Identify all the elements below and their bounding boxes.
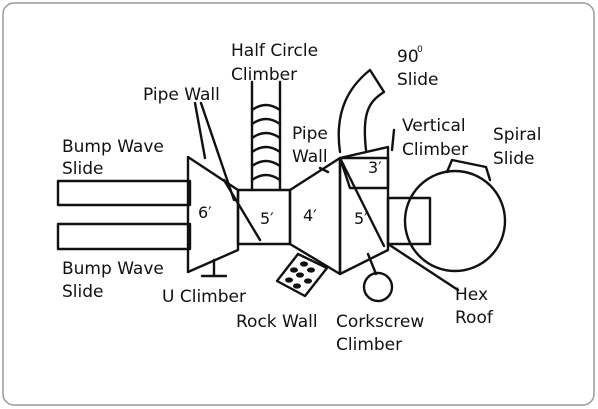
spiral-slide-label-line1: Spiral bbox=[493, 125, 541, 145]
u-climber-label: U Climber bbox=[162, 287, 246, 307]
bump-wave-slide-top bbox=[56, 179, 192, 207]
bump-wave-slide-top-label-line2: Slide bbox=[62, 159, 104, 179]
deck-5ft-middle-height: 5′ bbox=[260, 209, 274, 228]
deck-4ft-height: 4′ bbox=[303, 206, 317, 225]
rock-hold bbox=[296, 272, 304, 278]
vertical-climber-label-line2: Climber bbox=[402, 140, 468, 160]
pipe-wall-leader-2 bbox=[199, 101, 236, 202]
rock-hold bbox=[285, 277, 293, 283]
spiral-slide-label-line2: Slide bbox=[493, 149, 535, 169]
corkscrew-connector bbox=[366, 252, 378, 276]
deck-6ft-height: 6′ bbox=[198, 203, 212, 222]
corkscrew-climber-label-line2: Climber bbox=[336, 335, 402, 355]
deck-5ft-right-height: 5′ bbox=[354, 209, 368, 228]
corkscrew-climber-label-line1: Corkscrew bbox=[336, 312, 424, 332]
bump-wave-slide-bottom-label-line1: Bump Wave bbox=[62, 259, 164, 279]
pipe-wall-center-label-line2: Wall bbox=[292, 147, 328, 167]
spiral-slide-connector bbox=[386, 196, 432, 246]
vertical-climber-label-line1: Vertical bbox=[402, 116, 466, 136]
deck-5ft-right bbox=[338, 156, 390, 276]
pipe-wall-leader-1 bbox=[193, 101, 207, 160]
pipe-wall-center-label-line1: Pipe bbox=[292, 124, 328, 144]
vertical-climber-leader bbox=[390, 128, 396, 152]
hex-roof-label-line2: Roof bbox=[455, 308, 494, 328]
spiral-slide-entry bbox=[445, 158, 492, 182]
hex-roof-pointer bbox=[386, 242, 460, 292]
slide-90-label-word: Slide bbox=[397, 70, 439, 90]
rock-hold bbox=[293, 283, 301, 289]
deck-3ft-height: 3′ bbox=[368, 158, 382, 177]
deck-3ft bbox=[338, 145, 390, 190]
climber-rung bbox=[250, 173, 282, 182]
climber-rung bbox=[250, 117, 282, 126]
bump-wave-slide-top-label-line1: Bump Wave bbox=[62, 137, 164, 157]
slide-90-label-degree: 0 bbox=[417, 45, 423, 55]
climber-rung bbox=[250, 131, 282, 140]
rock-hold bbox=[290, 267, 298, 273]
pipe-wall-center-leader bbox=[318, 166, 330, 174]
corkscrew-climber bbox=[362, 271, 394, 303]
slide-90-label-number: 90 bbox=[397, 47, 419, 67]
pipe-wall-left-label: Pipe Wall bbox=[143, 85, 220, 105]
hex-roof-label-line1: Hex bbox=[455, 285, 488, 305]
bump-wave-slide-bottom-label-line2: Slide bbox=[62, 282, 104, 302]
rock-wall bbox=[275, 252, 329, 298]
rock-hold bbox=[307, 267, 315, 273]
half-circle-climber-label-line1: Half Circle bbox=[231, 41, 318, 61]
rock-hold bbox=[304, 278, 312, 284]
slide-90 bbox=[337, 68, 386, 154]
spiral-slide-tub bbox=[403, 169, 507, 273]
diagram-frame bbox=[2, 2, 595, 406]
rock-wall-label: Rock Wall bbox=[236, 312, 318, 332]
rock-hold bbox=[300, 261, 308, 267]
climber-rung bbox=[250, 145, 282, 154]
deck-6ft bbox=[186, 155, 240, 274]
bump-wave-slide-bottom bbox=[56, 222, 192, 251]
half-circle-climber-label-line2: Climber bbox=[231, 65, 297, 85]
pipe-wall-center-line bbox=[339, 158, 386, 248]
climber-rung bbox=[250, 159, 282, 168]
climber-rung bbox=[250, 103, 282, 112]
